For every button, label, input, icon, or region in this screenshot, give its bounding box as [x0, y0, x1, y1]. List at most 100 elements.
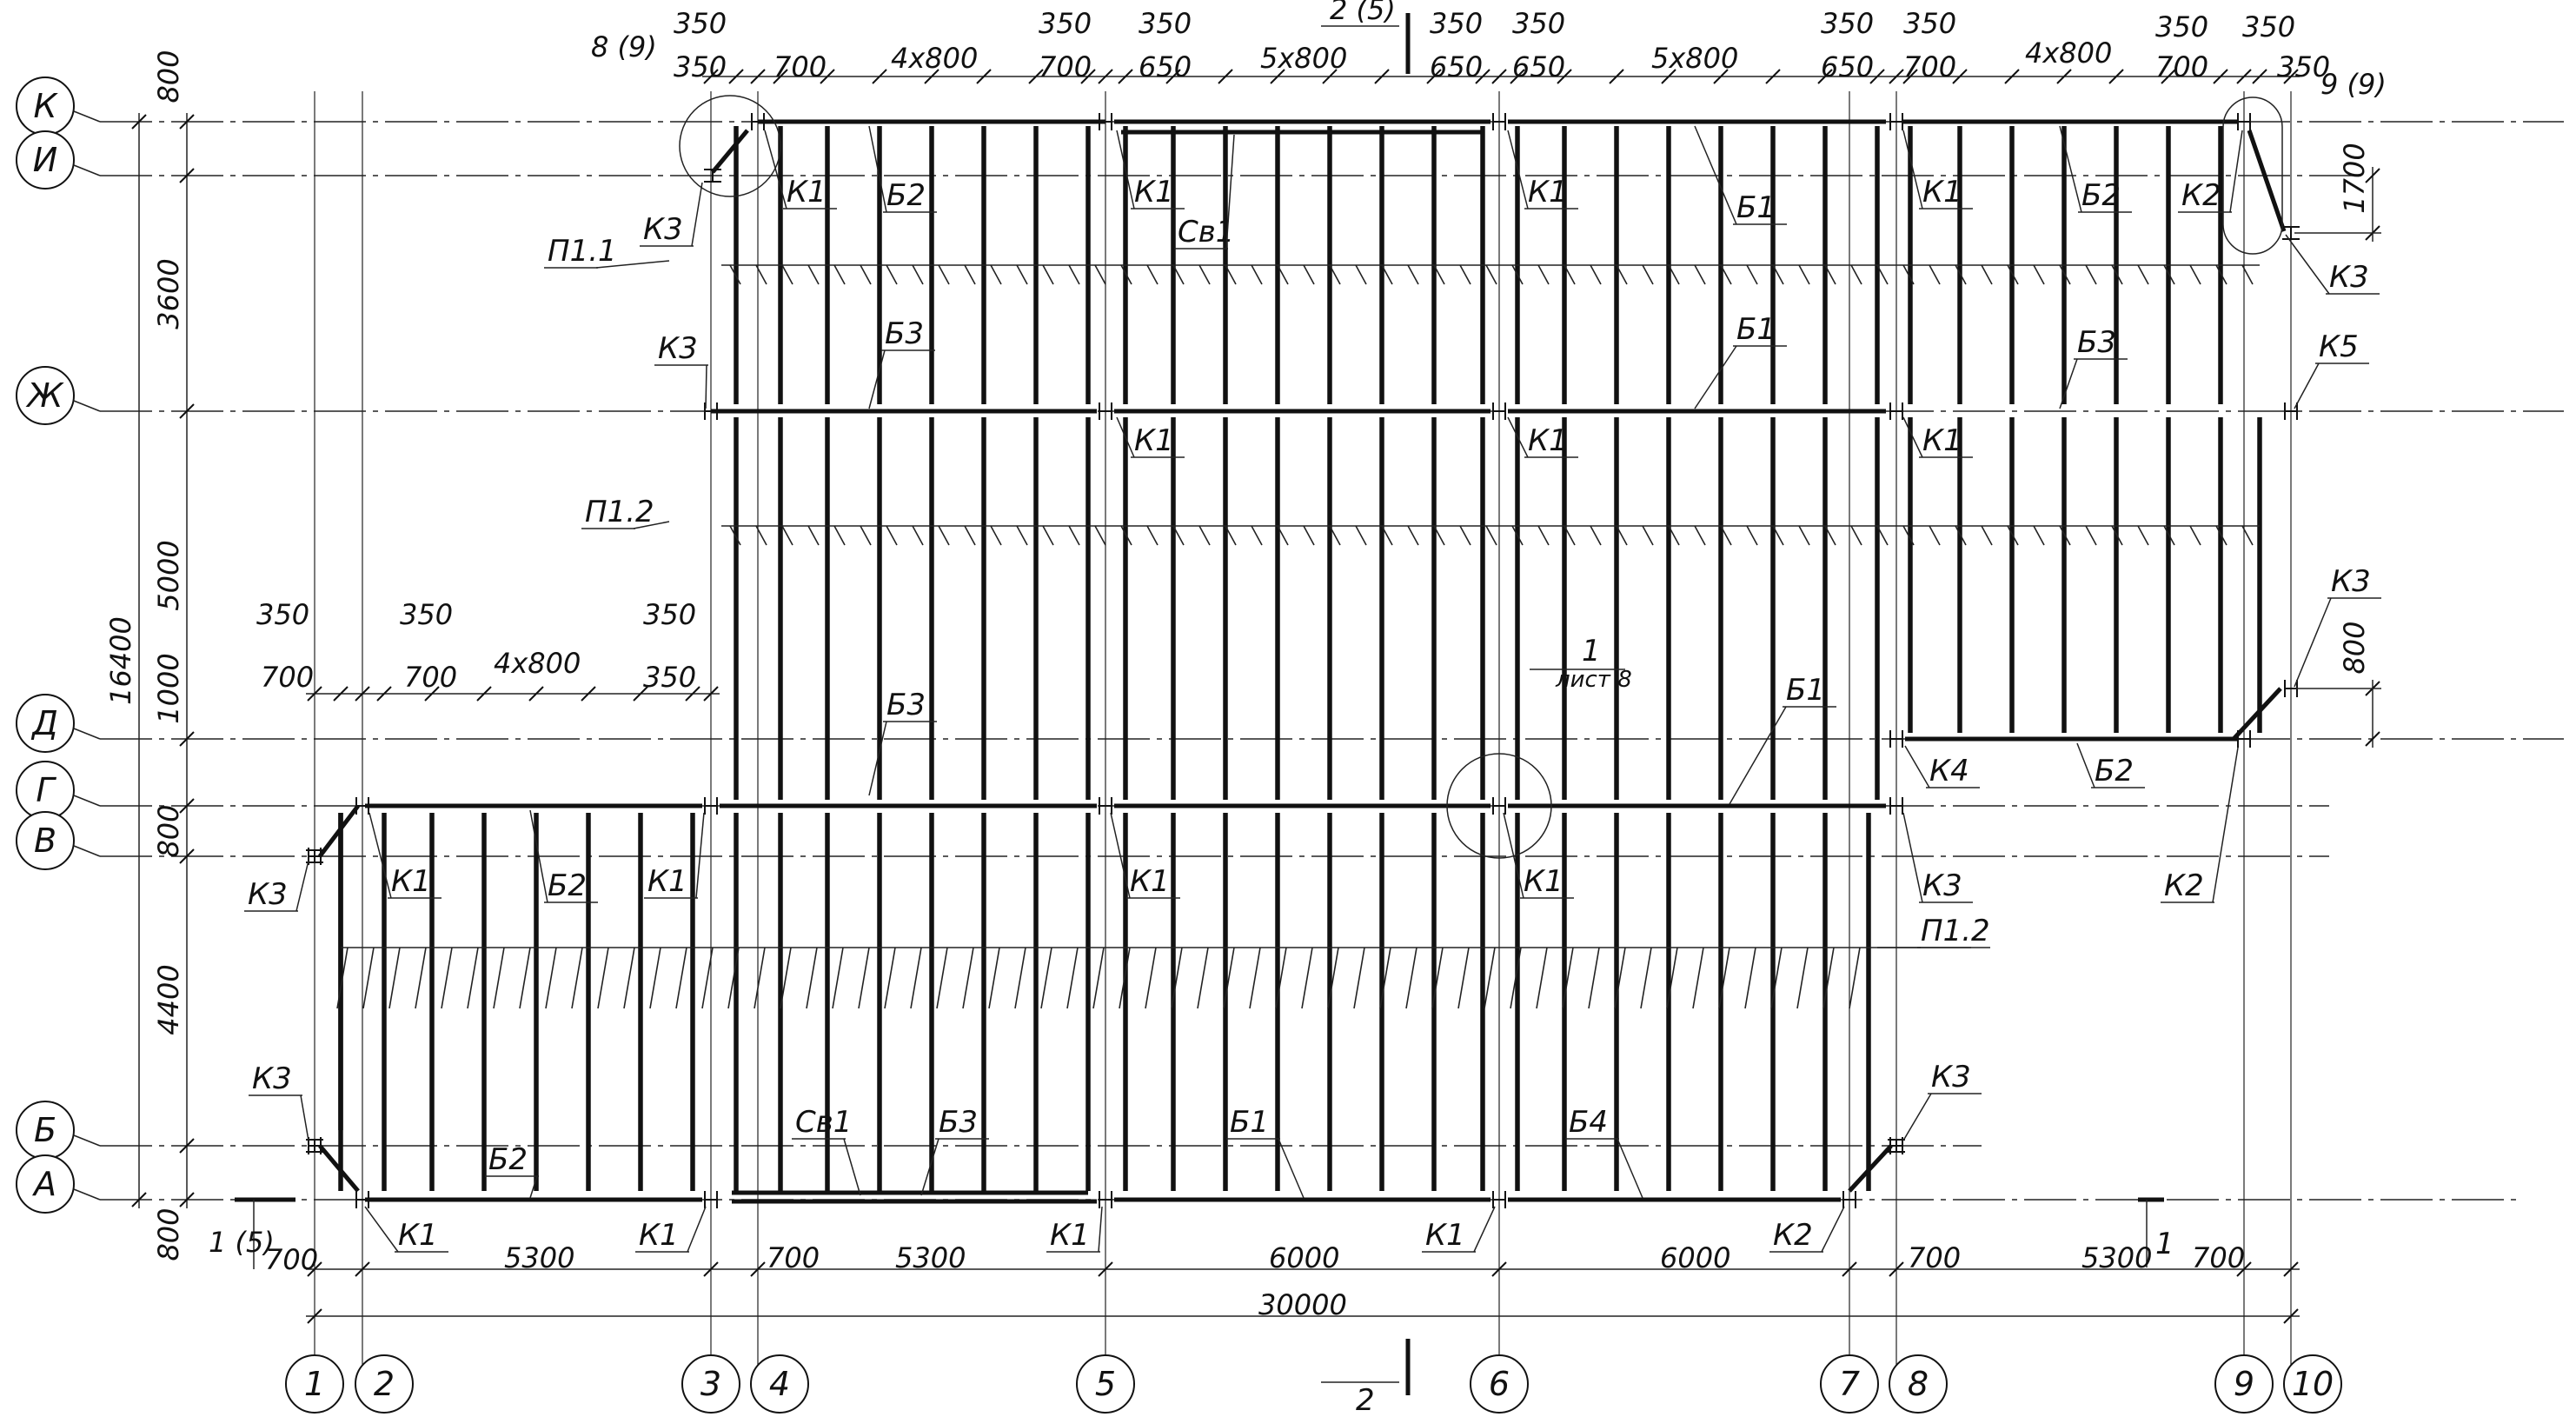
label-leader: [2059, 125, 2082, 213]
bracing-hatch: [860, 525, 872, 546]
bubble-leader: [73, 1188, 101, 1201]
dim-tick: [307, 686, 322, 702]
member-label-k3: К3: [248, 877, 288, 912]
bracing-hatch: [2033, 525, 2045, 546]
bracing-hatch: [2189, 525, 2201, 546]
dim-tick: [2004, 69, 2020, 84]
dim-text-top: 8 (9): [591, 30, 657, 63]
bracing-hatch: [1016, 525, 1028, 546]
dim-text: 800: [152, 804, 185, 857]
bracing-hatch: [1172, 525, 1185, 546]
bracing-hatch: [964, 525, 976, 546]
bracing-hatch: [649, 947, 661, 1009]
dim-text-top: 650: [1430, 50, 1483, 83]
bracing-hatch: [962, 947, 974, 1009]
bracing-hatch: [1249, 947, 1261, 1009]
dim-tick: [1098, 1261, 1113, 1277]
bracing-hatch: [1353, 947, 1365, 1009]
axis-row-label: В: [34, 822, 56, 860]
label-leader: [300, 1094, 309, 1141]
label-leader: [868, 721, 887, 796]
label-leader: [1110, 812, 1131, 899]
member-label-sv1: Св1: [795, 1105, 852, 1140]
bracing-hatch: [1590, 264, 1602, 285]
member-label-k1: К1: [1425, 1218, 1465, 1253]
bracing-hatch: [1694, 525, 1706, 546]
dim-text-top: 9 (9): [2320, 68, 2387, 101]
member-label-b1: Б1: [1786, 673, 1825, 708]
bracing-hatch: [1225, 525, 1237, 546]
label-leader: [2229, 130, 2243, 213]
dim-tick: [2213, 69, 2228, 84]
axis-col-label: 2: [374, 1365, 395, 1403]
member-label-b2: Б2: [2081, 178, 2121, 213]
dim-tick: [179, 731, 195, 747]
dim-text-mid: 4x800: [494, 647, 581, 680]
axis-bubble-col: [1820, 1354, 1879, 1414]
bracing-hatch: [1511, 264, 1524, 285]
bracing-hatch: [1042, 525, 1054, 546]
label-leader: [633, 521, 670, 529]
label-leader: [1904, 745, 1930, 788]
dim-tick: [773, 69, 788, 84]
bracing-hatch: [1616, 264, 1628, 285]
axis-bubble-col: [750, 1354, 809, 1414]
dim-tick: [581, 686, 596, 702]
member-label-b1: Б1: [1736, 190, 1776, 225]
corner-beam: [711, 129, 749, 174]
label-leader: [364, 1206, 399, 1253]
member-label-k1: К1: [1524, 864, 1564, 899]
dim-tick: [476, 686, 492, 702]
bracing-hatch: [1251, 264, 1263, 285]
member-label-p12: П1.2: [585, 495, 654, 529]
bracing-hatch: [1433, 525, 1445, 546]
bubble-leader: [73, 1134, 101, 1147]
bracing-hatch: [1433, 264, 1445, 285]
bracing-hatch: [1666, 947, 1678, 1009]
bracing-hatch: [1744, 947, 1756, 1009]
axis-col-label: 1: [304, 1365, 325, 1403]
dim-tick: [728, 69, 744, 84]
dim-text-top: 700: [1903, 50, 1956, 83]
dim-text-mid: 700: [261, 661, 314, 694]
dim-tick: [2365, 731, 2380, 747]
bracing-hatch: [1381, 525, 1393, 546]
dim-tick: [1765, 69, 1781, 84]
dim-tick: [685, 686, 700, 702]
bracing-hatch: [597, 947, 609, 1009]
bracing-hatch: [1301, 947, 1313, 1009]
dim-text: 1700: [2338, 143, 2371, 213]
bracing-hatch: [1459, 525, 1471, 546]
bracing-hatch: [1642, 264, 1654, 285]
bracing-hatch: [1146, 264, 1159, 285]
member-label-k1: К1: [1130, 864, 1170, 899]
dim-tick: [872, 69, 887, 84]
bracing-hatch: [2085, 264, 2097, 285]
bracing-hatch: [1405, 947, 1417, 1009]
bracing-hatch: [1564, 264, 1576, 285]
dim-tick: [179, 114, 195, 130]
dim-text-bottom: 700: [767, 1241, 820, 1274]
bracing-hatch: [1849, 947, 1861, 1009]
bracing-hatch: [1407, 525, 1419, 546]
dim-tick: [355, 1261, 370, 1277]
bracing-hatch: [780, 947, 792, 1009]
member-label-k1: К1: [1050, 1218, 1090, 1253]
label-leader: [695, 812, 705, 899]
dim-tick: [179, 403, 195, 419]
dim-text-bottom: 700: [265, 1243, 318, 1276]
section-label: лист 8: [1555, 667, 1632, 693]
bracing-hatch: [1929, 525, 1941, 546]
bracing-hatch: [1720, 264, 1732, 285]
bracing-hatch: [1092, 947, 1105, 1009]
dim-tick: [820, 69, 835, 84]
label-leader: [2059, 358, 2078, 409]
bracing-hatch: [1223, 947, 1235, 1009]
bracing-hatch: [832, 947, 844, 1009]
label-leader: [368, 812, 392, 899]
dim-tick: [2252, 69, 2267, 84]
label-leader: [1116, 416, 1135, 458]
bracing-hatch: [1198, 525, 1211, 546]
detail-oval: [2222, 96, 2283, 255]
